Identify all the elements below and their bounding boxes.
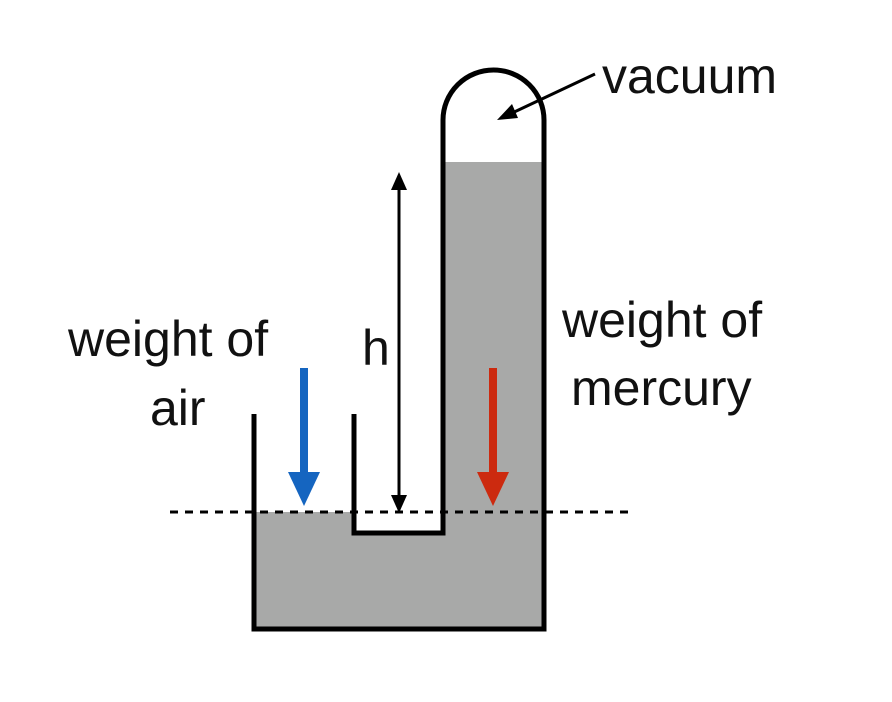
vacuum-label: vacuum: [602, 48, 777, 104]
air-arrow-shaft: [300, 368, 308, 474]
mercury-arrow-head: [477, 472, 509, 506]
vacuum-pointer-head: [497, 104, 518, 120]
weight-air-label-line1: weight of: [67, 311, 268, 367]
height-arrow-bottom-head: [391, 495, 407, 513]
height-arrow-top-head: [391, 172, 407, 190]
tube-dome: [440, 67, 547, 121]
weight-air-label-line2: air: [150, 380, 206, 436]
air-arrow-head: [288, 472, 320, 506]
mercury-arrow-shaft: [489, 368, 497, 474]
weight-mercury-label-line1: weight of: [561, 292, 762, 348]
height-label: h: [362, 320, 390, 376]
weight-mercury-label-line2: mercury: [571, 360, 752, 416]
vacuum-pointer-line: [509, 72, 596, 116]
